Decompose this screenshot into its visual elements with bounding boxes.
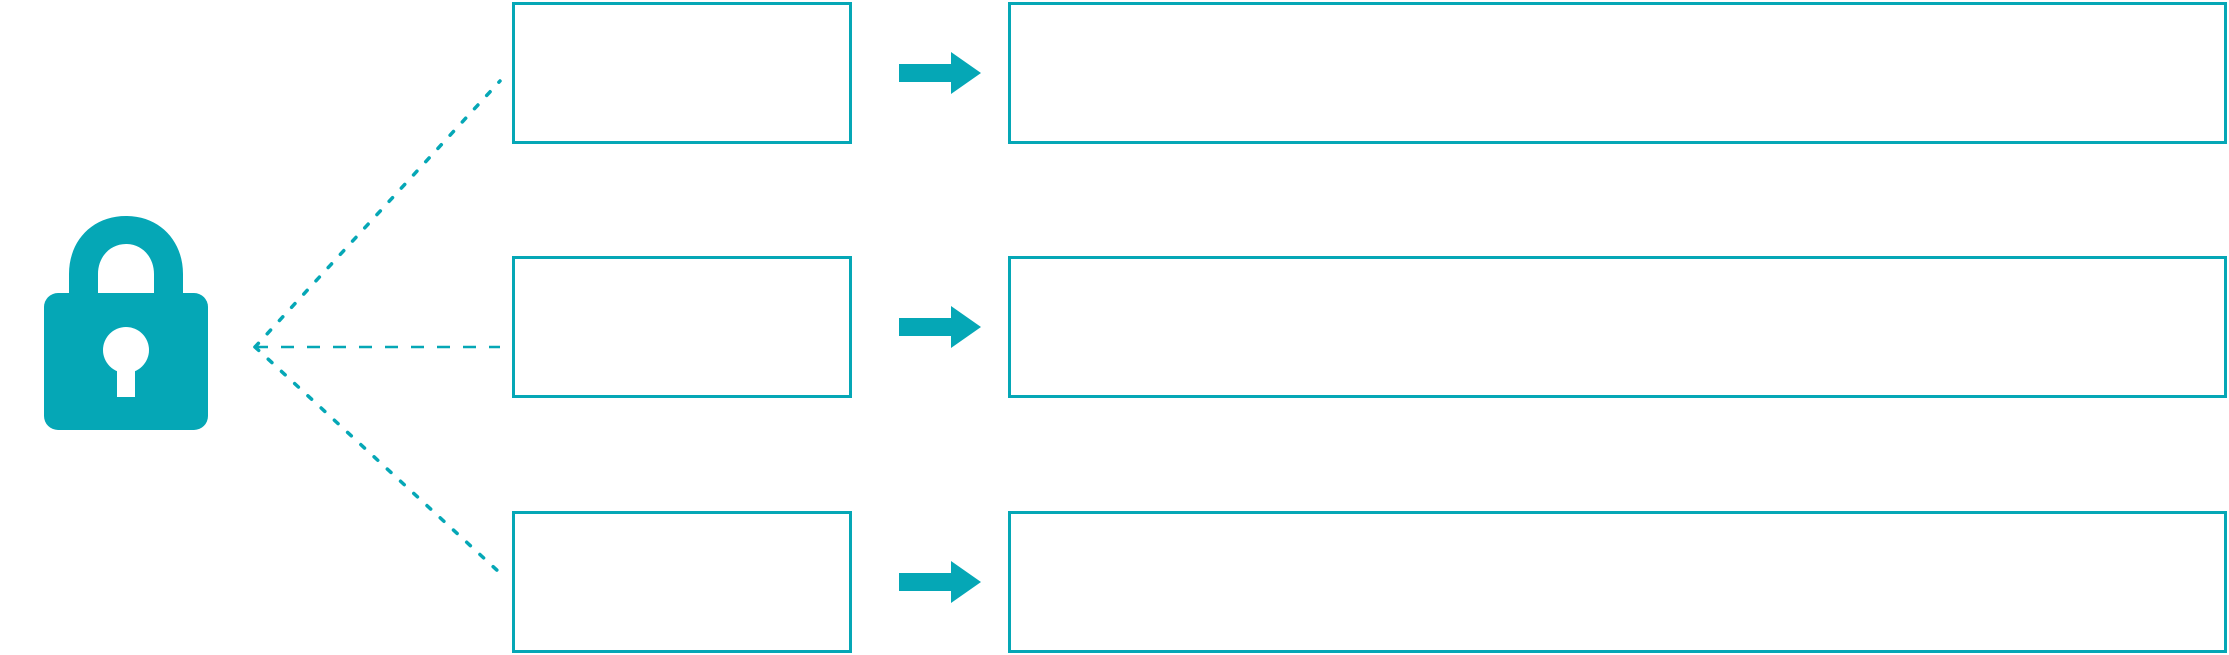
left-box[interactable] [512, 511, 852, 653]
right-arrow-icon [899, 306, 981, 348]
lock-keyhole-stem [117, 350, 135, 397]
right-arrow-icon [899, 52, 981, 94]
right-arrow-shape [899, 52, 981, 94]
lock-shackle-shape [69, 216, 183, 314]
right-box[interactable] [1008, 256, 2227, 398]
right-box[interactable] [1008, 2, 2227, 144]
left-box[interactable] [512, 256, 852, 398]
right-arrow-icon [899, 561, 981, 603]
lock-icon [44, 216, 208, 430]
connector-line-top [253, 79, 502, 349]
connector-line-bottom [253, 345, 502, 575]
right-arrow-shape [899, 306, 981, 348]
right-arrow-shape [899, 561, 981, 603]
right-box[interactable] [1008, 511, 2227, 653]
left-box[interactable] [512, 2, 852, 144]
